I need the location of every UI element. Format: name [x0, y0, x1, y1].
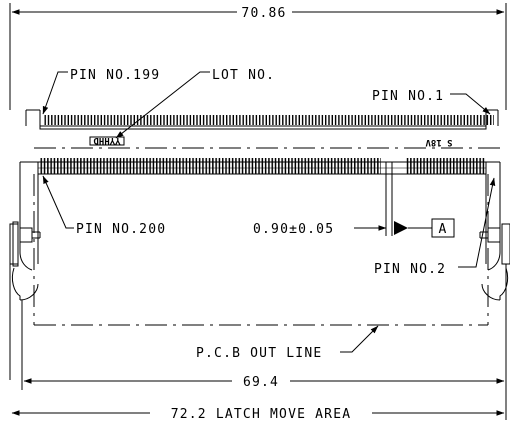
dimension-latch-move-area-value: 72.2 LATCH MOVE AREA: [171, 407, 352, 422]
bottom-pin-row-right: [406, 158, 486, 174]
offset-dimension: 0.90±0.05 A: [253, 218, 455, 238]
top-pin-row: [44, 115, 494, 125]
callout-pin-200: PIN NO.200: [42, 175, 166, 237]
left-latch: [9, 221, 41, 380]
dimension-latch-move-area: 72.2 LATCH MOVE AREA: [11, 407, 505, 422]
dimension-overall-width-value: 70.86: [241, 6, 286, 21]
lot-code: YYHHD: [93, 135, 121, 145]
label-pcb-outline: P.C.B OUT LINE: [196, 346, 322, 361]
label-pin-2: PIN NO.2: [374, 262, 446, 277]
dimension-pcb-width-value: 69.4: [243, 375, 279, 390]
callout-pin-2: PIN NO.2: [374, 177, 496, 277]
right-latch: [479, 223, 510, 420]
datum-label: A: [438, 222, 447, 237]
label-pin-199: PIN NO.199: [70, 68, 160, 83]
lot-code-box: [89, 136, 125, 146]
bottom-pin-row-left: [40, 158, 381, 174]
label-pin-200: PIN NO.200: [76, 222, 166, 237]
datum-box: [431, 218, 455, 238]
pcb-outline: [33, 174, 489, 326]
callout-lot-no: LOT NO.: [115, 68, 275, 139]
part-marking: S 18V: [425, 137, 453, 147]
label-pin-1: PIN NO.1: [372, 89, 444, 104]
dimension-pcb-width: 69.4: [21, 300, 505, 390]
dimension-overall-width: 70.86: [9, 3, 507, 110]
label-lot-no: LOT NO.: [212, 68, 275, 83]
callout-pin-199: PIN NO.199: [42, 68, 160, 115]
offset-dimension-value: 0.90±0.05: [253, 222, 334, 237]
connector-body: YYHHD S 18V: [19, 109, 501, 264]
callout-pcb-outline: P.C.B OUT LINE: [196, 325, 379, 361]
callout-pin-1: PIN NO.1: [372, 89, 491, 115]
